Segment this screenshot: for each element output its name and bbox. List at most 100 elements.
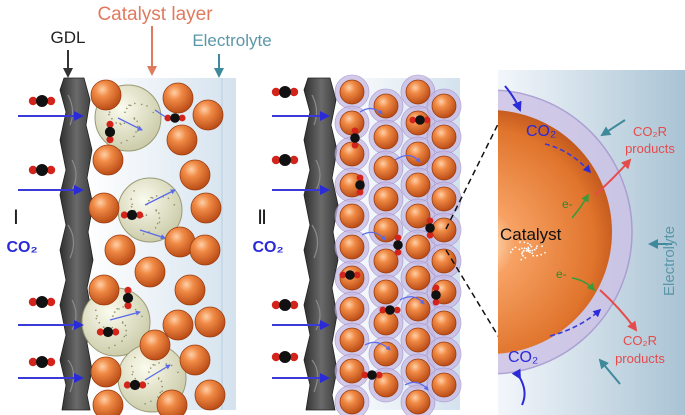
catalyst-particle: [373, 310, 399, 336]
bubble-texture-dot: [141, 315, 143, 318]
co2-molecule-carbon: [102, 326, 114, 338]
catalyst-particle: [90, 79, 122, 111]
co2-molecule: [361, 370, 383, 380]
co2-molecule-oxygen: [289, 155, 299, 165]
panel-1-co2-flow-arrows: [18, 109, 176, 383]
co2-molecule-oxygen: [164, 114, 172, 122]
bubble-texture-dot: [111, 326, 113, 329]
bubble-texture-dot: [126, 107, 128, 110]
co2-molecule: [28, 164, 56, 176]
catalyst-sparkle: [522, 249, 525, 252]
bubble-texture-dot: [147, 382, 149, 385]
bubble-texture-dot: [155, 210, 157, 212]
co2-molecule-oxygen: [124, 286, 132, 294]
co2-molecule: [271, 351, 299, 363]
co2-molecule-carbon: [279, 351, 291, 363]
bubble-texture-dot: [150, 196, 152, 199]
bubble-texture-dot: [133, 135, 135, 138]
co2-molecule-oxygen: [106, 136, 114, 144]
bubble-texture-dot: [118, 308, 120, 310]
catalyst-sparkle: [523, 247, 526, 250]
co2-molecule: [350, 127, 360, 149]
catalyst-particle: [431, 124, 457, 150]
catalyst-sparkle: [532, 254, 535, 257]
catalyst-particle: [339, 234, 365, 260]
co2-diffusion-arrow: [144, 189, 176, 206]
co2-molecule-oxygen: [28, 357, 38, 367]
zoom-products-label-top-line1: CO₂R: [633, 124, 667, 139]
catalyst-sparkle: [523, 241, 526, 244]
catalyst-sparkle: [530, 245, 533, 248]
panel-1-co2-molecules: [28, 95, 186, 391]
co2-diffusion-arrow: [139, 229, 166, 240]
catalyst-particle: [104, 234, 136, 266]
catalyst-particle: [431, 186, 457, 212]
catalyst-particle: [92, 144, 124, 176]
co2-molecule-oxygen: [96, 328, 104, 336]
gdl-label: GDL: [51, 28, 86, 47]
zoom-catalyst-label: Catalyst: [500, 225, 562, 244]
bubble-texture-dot: [149, 367, 152, 369]
co2-diffusion-arrow: [117, 117, 143, 131]
bubble-texture-dot: [121, 322, 124, 324]
catalyst-sparkle: [525, 250, 528, 252]
co2-molecule: [409, 115, 431, 125]
bubble-texture-dot: [134, 377, 137, 380]
zoom-catalyst-sparkles: [509, 241, 546, 261]
bubble-texture-dot: [121, 340, 123, 342]
co2-molecule: [28, 296, 56, 308]
co2-molecule-carbon: [170, 113, 180, 123]
co2-molecule-oxygen: [393, 306, 401, 314]
co2-molecule-carbon: [129, 379, 141, 391]
catalyst-sparkle: [531, 252, 534, 255]
bubble-texture-dot: [114, 344, 116, 347]
catalyst-sparkle: [536, 245, 538, 248]
catalyst-particle: [339, 203, 365, 229]
catalyst-particle: [405, 296, 431, 322]
bubble-texture-dot: [152, 111, 154, 114]
co2-molecule-oxygen: [46, 357, 56, 367]
co2-molecule-carbon: [431, 290, 441, 300]
catalyst-sparkle: [511, 248, 514, 251]
co2-molecule-oxygen: [375, 371, 383, 379]
co2-molecule-oxygen: [426, 217, 434, 225]
co2-molecule-oxygen: [353, 271, 361, 279]
co2-molecule-oxygen: [46, 297, 56, 307]
bubble-texture-dot: [159, 391, 162, 394]
bubble-texture-dot: [158, 217, 161, 219]
catalyst-particle: [373, 93, 399, 119]
co2-diffusion-arrow: [359, 107, 383, 115]
panel-1: [18, 77, 236, 415]
zoom-electrolyte-arrow-1: [600, 119, 626, 137]
co2-molecule-oxygen: [351, 141, 359, 149]
bubble-texture-dot: [130, 104, 132, 107]
catalyst-particle: [134, 256, 166, 288]
bubble-texture-dot: [150, 400, 152, 403]
bubble-texture-dot: [108, 111, 111, 113]
zoom-products-arrow-bottom: [599, 289, 638, 332]
catalyst-sparkle: [540, 242, 543, 245]
bubble-texture-dot: [128, 104, 130, 106]
catalyst-particle: [373, 372, 399, 398]
zoom-co2-inlet-arrow-top: [504, 85, 522, 112]
catalyst-particle: [194, 379, 226, 411]
bubble-texture-dot: [148, 371, 150, 373]
co2-molecule-oxygen: [106, 120, 114, 128]
co2-molecule-oxygen: [271, 300, 281, 310]
co2-molecule: [431, 284, 441, 306]
bubble-texture-dot: [145, 214, 148, 216]
catalyst-particle: [431, 93, 457, 119]
bubble-texture-dot: [136, 120, 138, 123]
co2-molecule: [271, 299, 299, 311]
catalyst-sparkle: [536, 254, 538, 257]
bubble-texture-dot: [119, 122, 121, 125]
co2-molecule-oxygen: [46, 165, 56, 175]
co2-molecule: [164, 113, 186, 123]
bubble-texture-dot: [158, 212, 160, 214]
co2-molecule-oxygen: [28, 96, 38, 106]
co2-molecule-oxygen: [120, 211, 128, 219]
co2-molecule-carbon: [279, 154, 291, 166]
co2-molecule-oxygen: [351, 127, 359, 135]
co2-molecule-oxygen: [178, 114, 186, 122]
co2-diffusion-arrow: [399, 296, 425, 305]
